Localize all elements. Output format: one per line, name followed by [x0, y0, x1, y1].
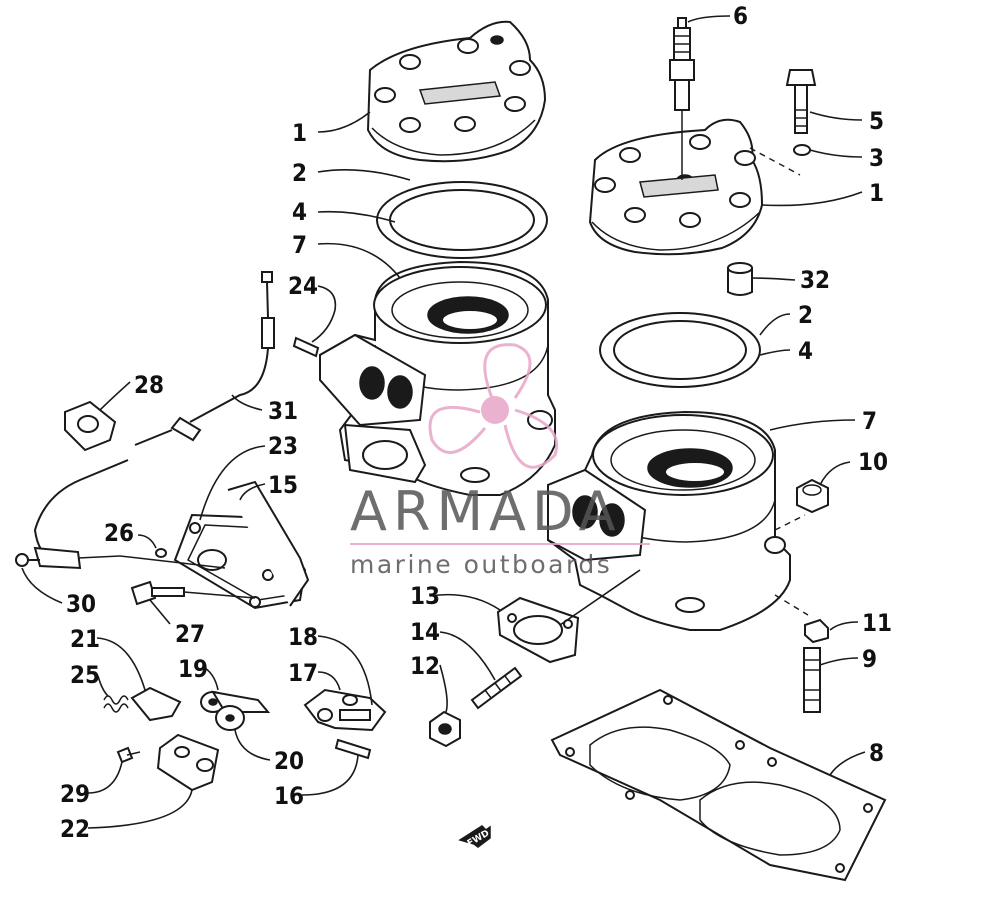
callout-c23: 23: [268, 432, 298, 460]
watermark-tagline: marine outboards: [350, 550, 612, 579]
sleeve: [727, 262, 753, 296]
base-gasket: [550, 688, 887, 882]
callout-c4a: 4: [292, 198, 307, 226]
callout-c19: 19: [178, 655, 208, 683]
callout-c7b: 7: [862, 407, 877, 435]
callout-c6: 6: [733, 2, 748, 30]
propeller-logo: [428, 343, 558, 469]
plate-screw: [116, 746, 141, 764]
callout-c21: 21: [70, 625, 100, 653]
cylinder-head-right: [588, 118, 764, 256]
spring: [103, 695, 129, 713]
o-ring: [155, 548, 167, 558]
flange-nut: [796, 478, 829, 514]
callout-c30: 30: [66, 590, 96, 618]
callout-c32: 32: [800, 266, 830, 294]
cable-bolt: [15, 553, 40, 567]
callout-c18: 18: [288, 623, 318, 651]
exhaust-gasket: [496, 596, 580, 664]
callout-c15: 15: [268, 471, 298, 499]
callout-c14: 14: [410, 618, 440, 646]
watermark-brand: ARMADA: [350, 480, 622, 543]
callout-c24: 24: [288, 272, 318, 300]
cylinder-head-left: [366, 20, 547, 163]
exhaust-stud: [470, 666, 523, 710]
callout-c20: 20: [274, 747, 304, 775]
callout-c29: 29: [60, 780, 90, 808]
actuator-pin: [334, 738, 372, 760]
exhaust-nut: [429, 710, 461, 748]
callout-c31: 31: [268, 397, 298, 425]
callout-c10: 10: [858, 448, 888, 476]
housing-screw: [130, 580, 185, 606]
callout-c4b: 4: [798, 337, 813, 365]
callout-c27: 27: [175, 620, 205, 648]
cable-clip: [64, 400, 117, 452]
callout-c22: 22: [60, 815, 90, 843]
callout-c11: 11: [862, 609, 892, 637]
callout-c2b: 2: [798, 301, 813, 329]
valve-plate: [156, 733, 220, 792]
valve-actuator: [303, 688, 387, 732]
callout-c1b: 1: [869, 179, 884, 207]
leader-lines: [21, 15, 866, 829]
callout-c16: 16: [274, 782, 304, 810]
spark-plug: [669, 17, 695, 180]
callout-labels: 1 2 4 7 24 6 5 3 1 32 2 4 7 10 28 31 23 …: [60, 2, 892, 843]
callout-c13: 13: [410, 582, 440, 610]
callout-c9: 9: [862, 645, 877, 673]
callout-c25: 25: [70, 661, 100, 689]
fwd-arrow: FWD: [458, 825, 491, 849]
callout-c17: 17: [288, 659, 318, 687]
callout-c7a: 7: [292, 231, 307, 259]
dowel-pin: [292, 336, 320, 358]
control-cable: [134, 271, 275, 446]
washer: [793, 144, 811, 156]
head-bolt: [785, 69, 817, 134]
cylinder-left: [319, 260, 556, 496]
cable-hose: [33, 459, 129, 570]
callout-c5: 5: [869, 107, 884, 135]
stud-nut: [804, 618, 829, 644]
valve-cover: [227, 480, 310, 607]
head-gasket-inner-right: [613, 320, 747, 380]
callout-c26: 26: [104, 519, 134, 547]
valve-lever: [130, 686, 182, 722]
callout-c12: 12: [410, 652, 440, 680]
valve-pulley: [200, 690, 271, 731]
stud: [803, 647, 821, 713]
head-gasket-inner-left: [389, 189, 535, 251]
callout-c8: 8: [869, 739, 884, 767]
watermark: ARMADA marine outboards: [350, 343, 650, 579]
callout-c3: 3: [869, 144, 884, 172]
callout-c28: 28: [134, 371, 164, 399]
cylinder-right: [547, 410, 791, 631]
callout-c2a: 2: [292, 159, 307, 187]
callout-c1a: 1: [292, 119, 307, 147]
